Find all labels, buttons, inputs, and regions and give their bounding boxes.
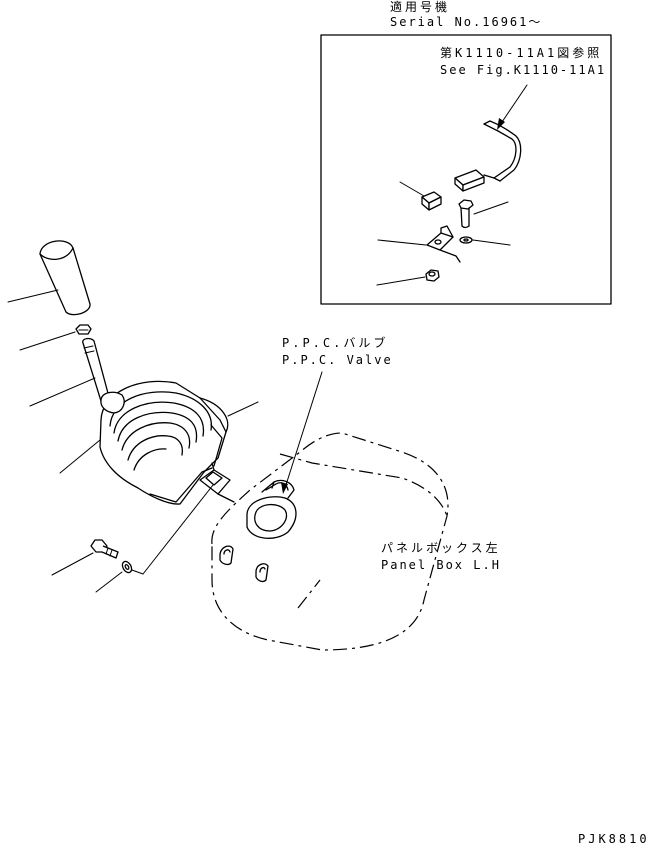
leader-line — [95, 571, 123, 593]
panel-box-outline — [211, 432, 449, 651]
leader-line — [59, 439, 101, 474]
ppc-valve-jp: P.P.C.バルブ — [282, 336, 389, 350]
leader-line — [399, 181, 425, 197]
lever-lock-nut — [19, 324, 92, 351]
lever-rod — [29, 337, 110, 407]
leader-line — [227, 401, 259, 417]
mounting-bolt — [51, 539, 119, 576]
inset-bolt — [458, 199, 509, 229]
panel-slot — [219, 545, 234, 566]
inset-frame — [320, 34, 612, 305]
leader-line — [19, 331, 76, 351]
leader-line — [376, 276, 426, 286]
lever-knob — [7, 240, 91, 316]
inset-ref-jp: 第K1110-11A1図参照 — [440, 46, 603, 60]
leader-line — [377, 239, 427, 246]
leader-line — [473, 201, 509, 215]
leader-line — [29, 377, 96, 407]
mounting-washer — [95, 560, 144, 593]
leader-line — [7, 289, 59, 303]
ppc-valve-en: P.P.C. Valve — [282, 353, 393, 367]
ppc-valve-arrow — [281, 371, 323, 494]
ppc-lever-boot — [59, 380, 259, 505]
wire-harness — [454, 120, 522, 192]
clip-bracket — [377, 225, 461, 263]
panel-box-jp: パネルボックス左 — [381, 541, 501, 555]
panel-slot — [255, 563, 269, 583]
inset-nut — [376, 269, 440, 286]
panel-box-en: Panel Box L.H — [381, 558, 501, 572]
drawing-code: PJK8810 — [578, 832, 650, 846]
leader-line — [472, 239, 511, 246]
mounting-bracket — [142, 462, 235, 575]
inset-washer — [459, 236, 511, 246]
inset-ref-arrow — [497, 84, 528, 130]
serial-number: Serial No.16961〜 — [390, 15, 543, 29]
serial-title: 適用号機 — [390, 0, 451, 14]
ppc-valve-body — [246, 479, 297, 539]
connector-part — [399, 181, 442, 211]
inset-ref-en: See Fig.K1110-11A1 — [440, 63, 607, 77]
leader-line — [51, 552, 94, 576]
